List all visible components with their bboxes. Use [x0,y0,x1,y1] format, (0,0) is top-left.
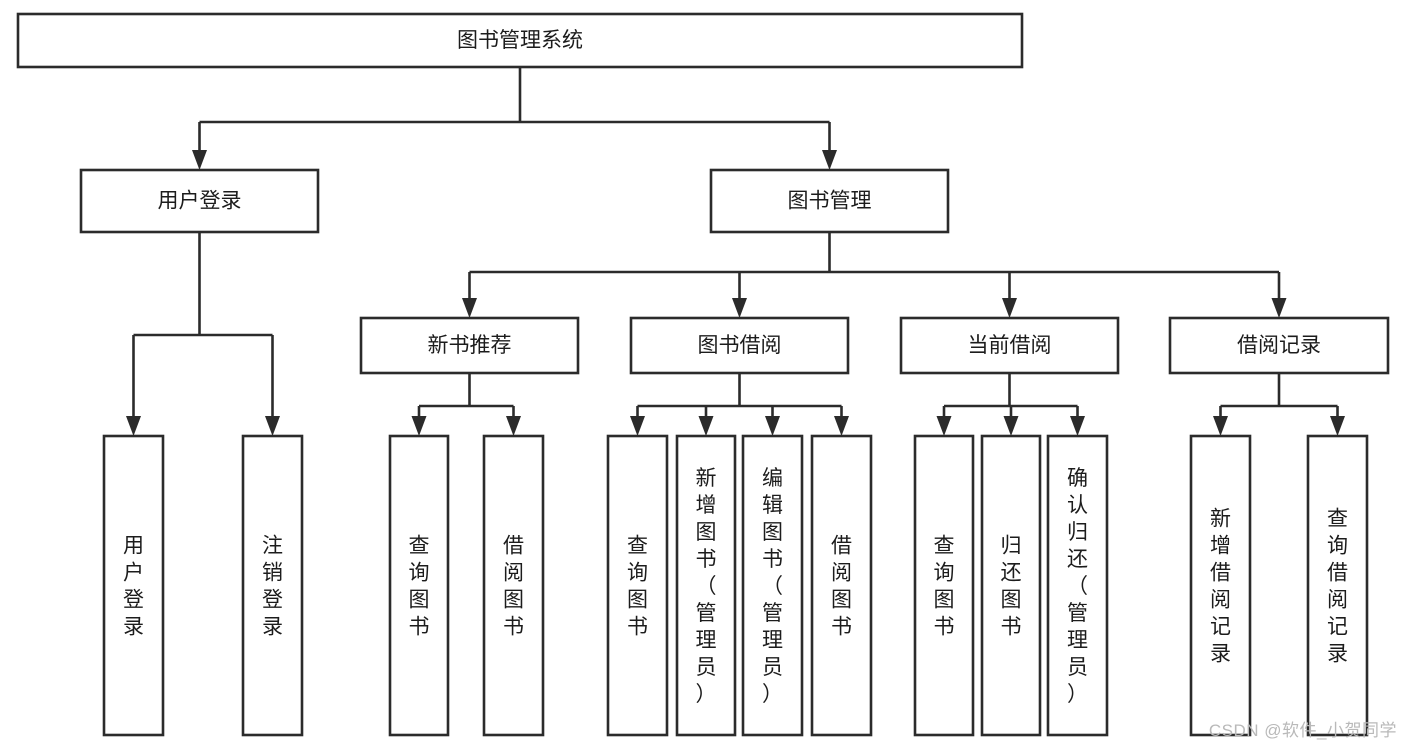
node-leaf_3[interactable]: 借阅图书 [482,434,545,737]
node-label: 图书管理 [788,190,872,213]
node-label: 新增借阅记录 [1210,508,1231,666]
node-leaf_1[interactable]: 注销登录 [241,434,304,737]
node-label: 新增图书（管理员） [696,467,717,706]
node-box[interactable] [1046,434,1109,737]
node-leaf_2[interactable]: 查询图书 [388,434,450,737]
node-label: 归还图书 [1001,535,1022,639]
node-label: 查询借阅记录 [1327,508,1348,666]
connector-group-l3_3 [1213,373,1345,436]
arrow-head-icon [1330,416,1345,436]
node-l2_1[interactable]: 图书管理 [709,168,950,234]
node-label: 查询图书 [627,535,648,639]
node-box[interactable] [1168,316,1390,375]
node-label: 借阅图书 [503,535,524,639]
node-l3_2[interactable]: 当前借阅 [899,316,1120,375]
arrow-head-icon [822,150,837,170]
node-box[interactable] [709,168,950,234]
node-leaf_7[interactable]: 借阅图书 [810,434,873,737]
node-box[interactable] [241,434,304,737]
node-box[interactable] [102,434,165,737]
node-l3_3[interactable]: 借阅记录 [1168,316,1390,375]
arrow-head-icon [698,416,714,436]
node-l2_0[interactable]: 用户登录 [79,168,320,234]
node-root[interactable]: 图书管理系统 [16,12,1024,69]
node-box[interactable] [913,434,975,737]
arrow-head-icon [834,416,849,436]
node-label: 查询图书 [934,535,955,639]
connectors-layer [126,67,1345,436]
node-leaf_5[interactable]: 新增图书（管理员） [675,434,737,737]
node-box[interactable] [741,434,804,737]
node-box[interactable] [388,434,450,737]
connector-group-l2_1 [462,232,1287,318]
node-leaf_11[interactable]: 新增借阅记录 [1189,434,1252,737]
arrow-head-icon [630,416,645,436]
arrow-head-icon [1070,416,1085,436]
connector-group-root [192,67,837,170]
node-label: 确认归还（管理员） [1067,467,1088,706]
arrow-head-icon [1213,416,1228,436]
connector-group-l2_0 [126,232,280,436]
node-label: 新书推荐 [428,334,512,357]
connector-group-l3_2 [936,373,1085,436]
connector-group-l3_1 [630,373,849,436]
node-label: 注销登录 [262,535,283,639]
node-label: 借阅记录 [1237,334,1321,357]
node-box[interactable] [810,434,873,737]
node-box[interactable] [16,12,1024,69]
arrow-head-icon [765,416,780,436]
arrow-head-icon [732,298,747,318]
node-l3_0[interactable]: 新书推荐 [359,316,580,375]
node-label: 用户登录 [158,190,242,213]
node-label: 图书管理系统 [457,29,583,52]
node-leaf_10[interactable]: 确认归还（管理员） [1046,434,1109,737]
nodes-layer: 图书管理系统用户登录图书管理新书推荐图书借阅当前借阅借阅记录用户登录注销登录查询… [16,12,1390,737]
node-box[interactable] [359,316,580,375]
node-l3_1[interactable]: 图书借阅 [629,316,850,375]
node-label: 借阅图书 [831,535,852,639]
node-box[interactable] [980,434,1042,737]
connector-group-l3_0 [411,373,521,436]
arrow-head-icon [1003,416,1019,436]
node-leaf_4[interactable]: 查询图书 [606,434,669,737]
arrow-head-icon [192,150,207,170]
node-label: 编辑图书（管理员） [762,467,783,706]
node-label: 用户登录 [123,535,144,639]
node-leaf_6[interactable]: 编辑图书（管理员） [741,434,804,737]
node-box[interactable] [899,316,1120,375]
node-box[interactable] [629,316,850,375]
arrow-head-icon [1002,298,1017,318]
arrow-head-icon [126,416,141,436]
arrow-head-icon [462,298,477,318]
arrow-head-icon [1271,298,1287,318]
arrow-head-icon [265,416,280,436]
node-box[interactable] [1306,434,1369,737]
node-box[interactable] [675,434,737,737]
node-leaf_8[interactable]: 查询图书 [913,434,975,737]
node-box[interactable] [606,434,669,737]
node-label: 图书借阅 [698,334,782,357]
arrow-head-icon [936,416,952,436]
arrow-head-icon [506,416,521,436]
node-box[interactable] [1189,434,1252,737]
node-leaf_9[interactable]: 归还图书 [980,434,1042,737]
node-label: 查询图书 [409,535,430,639]
arrow-head-icon [411,416,427,436]
node-box[interactable] [79,168,320,234]
node-leaf_12[interactable]: 查询借阅记录 [1306,434,1369,737]
node-leaf_0[interactable]: 用户登录 [102,434,165,737]
node-box[interactable] [482,434,545,737]
node-label: 当前借阅 [968,334,1052,357]
